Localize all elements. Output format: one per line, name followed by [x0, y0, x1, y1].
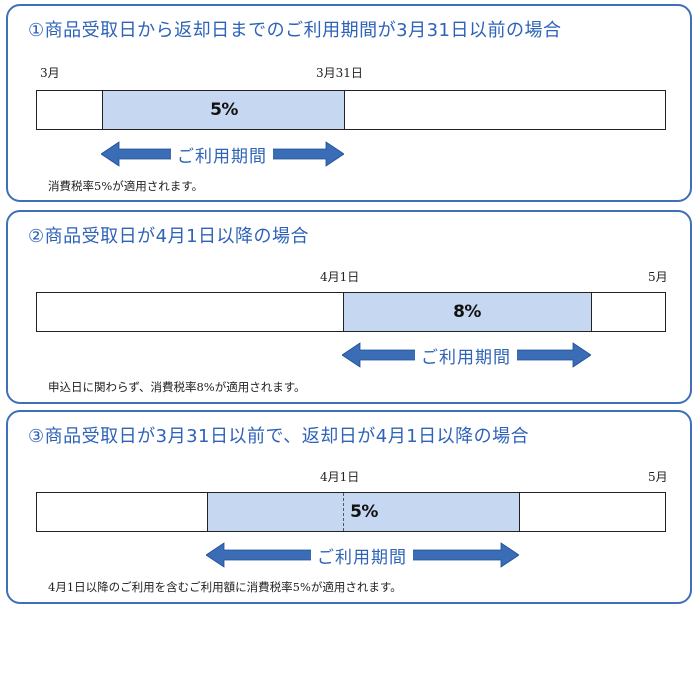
case-1-period-label: ご利用期間	[171, 142, 273, 167]
case-1-start-label: 3月	[40, 66, 60, 80]
case-2-note: 申込日に関わらず、消費税率8%が適用されます。	[48, 380, 306, 394]
case-3-title: ③商品受取日が3月31日以前で、返却日が4月1日以降の場合	[28, 426, 530, 447]
case-1-timeline-bar: 5%	[36, 90, 666, 130]
case-2-end-label: 5月	[648, 270, 668, 284]
case-3-end-label: 5月	[648, 470, 668, 484]
case-2-rate: 8%	[453, 302, 481, 322]
case-2-mid-label: 4月1日	[320, 270, 360, 284]
case-3-period-label: ご利用期間	[311, 543, 413, 568]
case-3-panel: ③商品受取日が3月31日以前で、返却日が4月1日以降の場合 4月1日 5月 5%…	[6, 410, 692, 604]
case-1-note: 消費税率5%が適用されます。	[48, 179, 204, 193]
case-1-rate: 5%	[210, 100, 238, 120]
case-2-rate-segment	[343, 293, 592, 331]
case-1-rate-segment	[102, 91, 345, 129]
case-1-mid-label: 3月31日	[316, 66, 363, 80]
case-2-timeline-bar: 8%	[36, 292, 666, 332]
case-3-rate: 5%	[350, 502, 378, 522]
case-2-period-arrow: ご利用期間	[342, 342, 591, 368]
case-1-panel: ①商品受取日から返却日までのご利用期間が3月31日以前の場合 3月 3月31日 …	[6, 4, 692, 202]
case-2-period-label: ご利用期間	[415, 343, 517, 368]
case-3-timeline-bar: 5%	[36, 492, 666, 532]
case-1-period-arrow: ご利用期間	[101, 141, 344, 167]
case-3-mid-label: 4月1日	[320, 470, 360, 484]
case-3-note: 4月1日以降のご利用を含むご利用額に消費税率5%が適用されます。	[48, 580, 402, 594]
case-3-period-arrow: ご利用期間	[206, 542, 519, 568]
case-2-title: ②商品受取日が4月1日以降の場合	[28, 226, 310, 247]
case-3-april-divider	[343, 493, 344, 531]
case-3-rate-segment	[207, 493, 520, 531]
case-2-panel: ②商品受取日が4月1日以降の場合 4月1日 5月 8% ご利用期間 申込日に関わ…	[6, 210, 692, 404]
case-1-title: ①商品受取日から返却日までのご利用期間が3月31日以前の場合	[28, 20, 562, 41]
